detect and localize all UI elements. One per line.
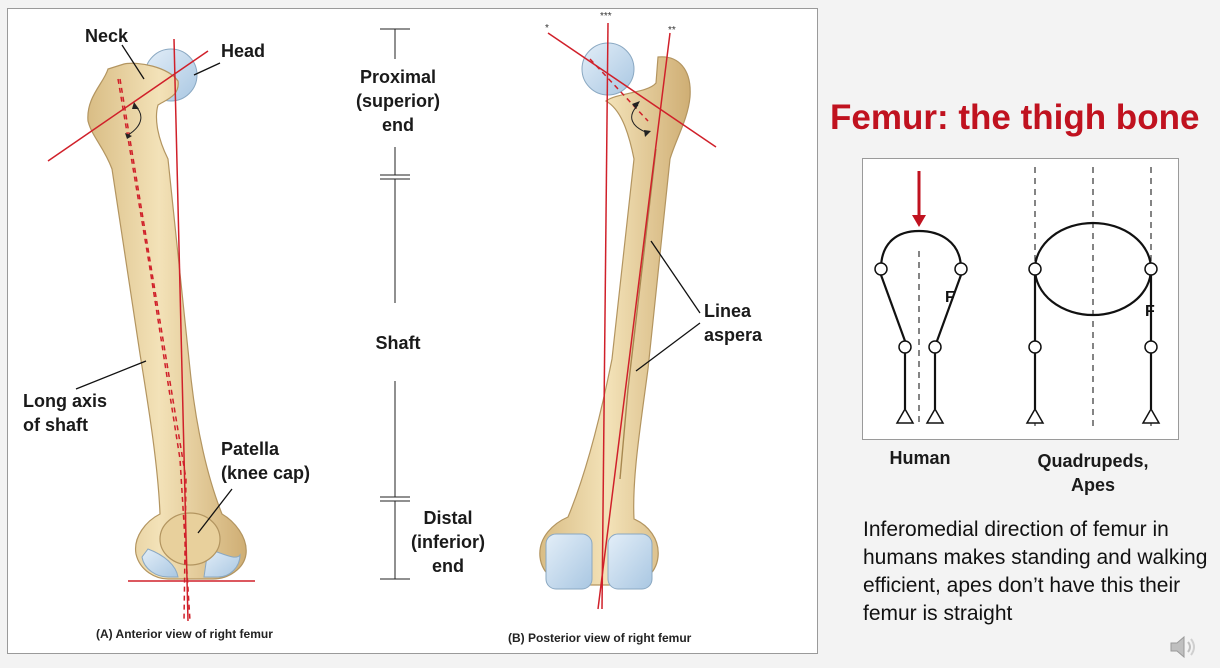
linea-aspera-label: Linea aspera: [704, 301, 763, 345]
speaker-icon[interactable]: [1168, 633, 1200, 666]
description-text: Inferomedial direction of femur in human…: [863, 518, 1208, 625]
marker-triple-star: ***: [600, 11, 612, 22]
long-axis-label: Long axis of shaft: [23, 391, 108, 435]
neck-label: Neck: [85, 26, 129, 46]
human-femur-letter: F: [945, 289, 955, 306]
patella-shape: [159, 512, 221, 566]
posture-comparison-illustration: [874, 167, 1161, 427]
quadruped-label: Quadrupeds, Apes: [1037, 451, 1149, 495]
femur-figure-panel: Neck Head Long axis of shaft Patella (kn…: [7, 8, 818, 654]
anterior-condyle-cartilage: [141, 548, 179, 578]
posterior-femur: [539, 22, 717, 610]
human-diagram: [874, 171, 968, 427]
slide-title: Femur: the thigh bone: [830, 98, 1200, 137]
femur-illustration: [47, 22, 717, 622]
proximal-label: Proximal (superior) end: [355, 67, 440, 135]
patella-label: Patella (knee cap): [221, 439, 311, 483]
anterior-femur-body: [87, 62, 247, 580]
posture-comparison-diagram: F F: [862, 158, 1179, 440]
posterior-lateral-condyle: [607, 533, 653, 590]
proximal-distal-scale: [380, 28, 410, 580]
shaft-label: Shaft: [375, 333, 421, 353]
marker-single-star: *: [545, 23, 549, 34]
posterior-femur-body: [539, 56, 691, 586]
anterior-femur: [47, 38, 255, 622]
quadruped-femur-letter: F: [1145, 303, 1155, 320]
anterior-caption: (A) Anterior view of right femur: [96, 627, 273, 641]
marker-double-star: **: [668, 25, 676, 36]
distal-label: Distal (inferior) end: [411, 508, 485, 576]
posterior-medial-condyle: [545, 533, 593, 590]
head-label: Head: [221, 41, 266, 61]
quadruped-diagram: [1025, 167, 1161, 427]
human-label: Human: [889, 448, 951, 468]
posterior-caption: (B) Posterior view of right femur: [508, 631, 692, 645]
